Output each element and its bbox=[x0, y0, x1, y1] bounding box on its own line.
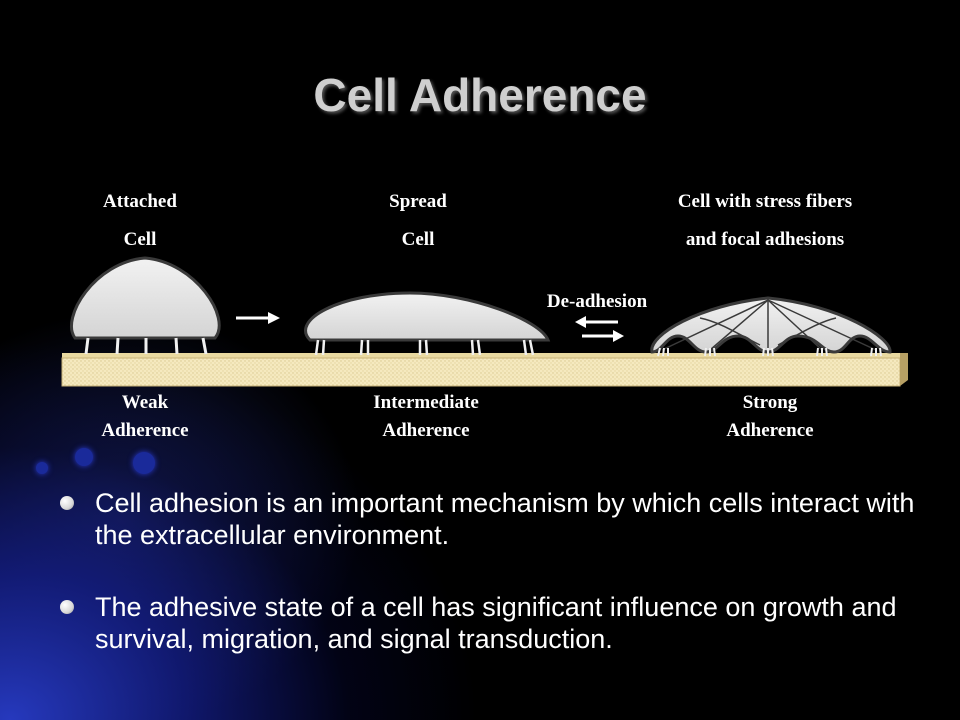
spread-cell bbox=[304, 291, 551, 356]
slide-title: Cell Adherence bbox=[313, 69, 647, 121]
stage3-top-line2: and focal adhesions bbox=[686, 229, 844, 250]
bullet-text: The adhesive state of a cell has signifi… bbox=[95, 592, 897, 654]
decorative-dot bbox=[75, 448, 93, 466]
stage1-top-line2: Cell bbox=[124, 229, 157, 250]
stage2-bottom-line1: Intermediate bbox=[373, 392, 479, 413]
bullet-dot-icon bbox=[60, 600, 74, 614]
stage2-top-line1: Spread bbox=[389, 191, 447, 212]
bullet-item: The adhesive state of a cell has signifi… bbox=[58, 591, 918, 655]
stage1-top-line1: Attached bbox=[103, 191, 177, 212]
stage2-top-line2: Cell bbox=[402, 229, 435, 250]
stage3-top-line1: Cell with stress fibers bbox=[678, 191, 852, 212]
decorative-dot bbox=[133, 452, 155, 474]
bidirectional-arrow-icon bbox=[575, 316, 624, 342]
bullet-list: Cell adhesion is an important mechanism … bbox=[58, 487, 918, 695]
stage1-bottom-line1: Weak bbox=[122, 392, 169, 413]
bullet-item: Cell adhesion is an important mechanism … bbox=[58, 487, 918, 551]
substrate bbox=[61, 353, 908, 387]
decorative-dot bbox=[36, 462, 48, 474]
stress-fiber-cell bbox=[650, 296, 892, 357]
stage1-bottom-line2: Adherence bbox=[101, 420, 188, 441]
bullet-text: Cell adhesion is an important mechanism … bbox=[95, 488, 915, 550]
bullet-dot-icon bbox=[60, 496, 74, 510]
arrow-right-icon bbox=[236, 312, 280, 324]
de-adhesion-label: De-adhesion bbox=[547, 291, 648, 312]
stage3-bottom-line2: Adherence bbox=[726, 420, 813, 441]
stage3-bottom-line1: Strong bbox=[743, 392, 798, 413]
attached-cell bbox=[70, 256, 221, 355]
stage2-bottom-line2: Adherence bbox=[382, 420, 469, 441]
